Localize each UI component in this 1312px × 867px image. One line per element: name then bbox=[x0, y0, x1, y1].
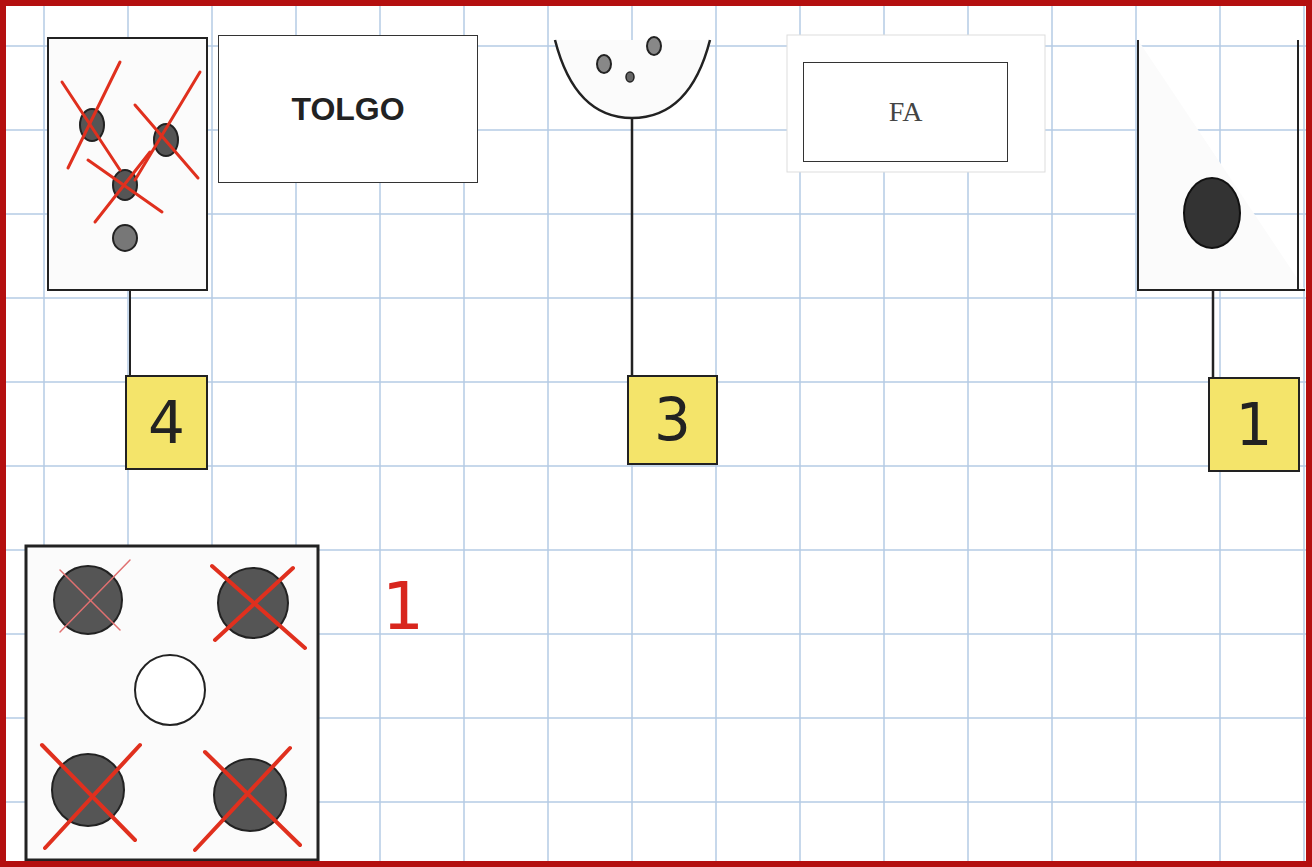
node-text: 3 bbox=[654, 391, 691, 449]
page-frame bbox=[3, 3, 1309, 864]
number-box: 4 bbox=[125, 375, 208, 470]
paper-patch bbox=[787, 35, 1045, 172]
grid-line bbox=[0, 297, 1312, 299]
node-text: 4 bbox=[148, 394, 185, 452]
dot-card bbox=[26, 546, 318, 860]
bowl bbox=[555, 37, 710, 375]
number-box: 3 bbox=[627, 375, 718, 465]
number-box: 1 bbox=[1208, 377, 1300, 472]
word-card: TOLGO bbox=[218, 35, 478, 183]
word-card: FA bbox=[803, 62, 1008, 162]
handwritten-number: 1 bbox=[382, 574, 424, 640]
node-text: FA bbox=[889, 96, 923, 128]
dot-box bbox=[48, 38, 207, 375]
dot-box bbox=[1138, 40, 1305, 377]
node-text: 1 bbox=[1236, 396, 1273, 454]
node-text: TOLGO bbox=[291, 91, 404, 128]
